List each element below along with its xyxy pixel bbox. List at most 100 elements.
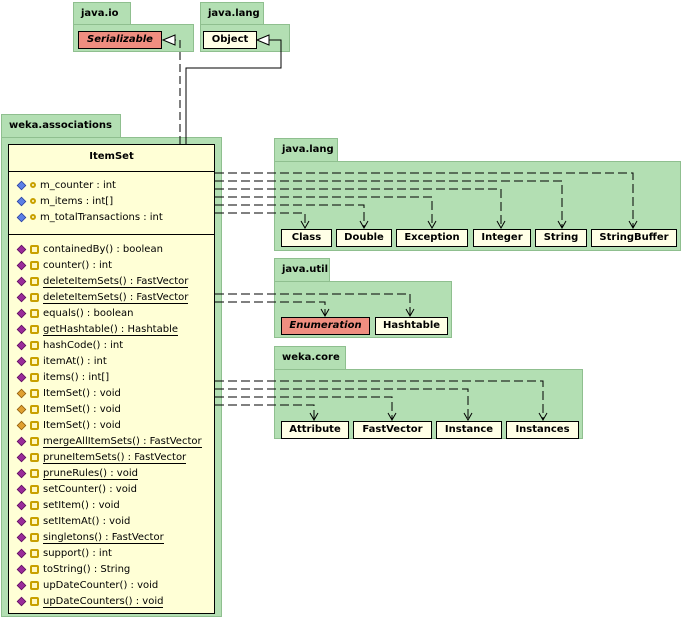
lock-icon [30, 420, 39, 430]
method-row[interactable]: items() : int[] [16, 370, 109, 386]
lock-icon [30, 340, 39, 350]
dep-arrow-instance [463, 412, 473, 422]
method-row[interactable]: upDateCounters() : void [16, 594, 164, 610]
method-row[interactable]: deleteItemSets() : FastVector [16, 274, 189, 290]
lock-icon [30, 276, 39, 286]
method-row[interactable]: setItemAt() : void [16, 514, 130, 530]
method-row[interactable]: pruneRules() : void [16, 466, 138, 482]
lock-icon [30, 500, 39, 510]
class-title-itemset: ItemSet [9, 145, 214, 172]
dep-arrow-exception [427, 220, 437, 230]
method-row[interactable]: pruneItemSets() : FastVector [16, 450, 187, 466]
package-name-java-lang-right: java.lang [282, 144, 334, 155]
package-tab-java-lang-right: java.lang [274, 138, 338, 162]
dep-arrow-fastvector [387, 412, 397, 422]
package-tab-weka-core: weka.core [274, 346, 346, 370]
method-row[interactable]: mergeAllItemSets() : FastVector [16, 434, 202, 450]
dep-line-stringbuffer [215, 172, 634, 227]
class-box-double[interactable]: Double [336, 229, 392, 247]
generalization-line-object [185, 39, 282, 144]
method-row[interactable]: support() : int [16, 546, 112, 562]
dep-line-instance [215, 388, 469, 419]
member-label: upDateCounters() : void [43, 596, 164, 608]
class-box-itemset[interactable]: ItemSet m_counter : int m_items : int[]m_… [8, 144, 215, 614]
method-row[interactable]: containedBy() : boolean [16, 242, 163, 258]
key-icon [30, 182, 36, 188]
lock-icon [30, 292, 39, 302]
class-box-serializable[interactable]: Serializable [78, 31, 162, 49]
lock-icon [30, 564, 39, 574]
class-label-exception: Exception [404, 232, 460, 243]
class-box-class[interactable]: Class [281, 229, 332, 247]
field-compartment [9, 171, 214, 235]
class-box-instance[interactable]: Instance [436, 421, 502, 439]
class-box-attribute[interactable]: Attribute [281, 421, 349, 439]
method-row[interactable]: getHashtable() : Hashtable [16, 322, 178, 338]
method-row[interactable]: itemAt() : int [16, 354, 107, 370]
member-label: ItemSet() : void [43, 404, 121, 415]
field-row[interactable]: m_totalTransactions : int [16, 210, 163, 226]
class-label-object: Object [211, 34, 249, 45]
class-box-string[interactable]: String [535, 229, 587, 247]
dep-arrow-attribute [309, 412, 319, 422]
method-row[interactable]: ItemSet() : void [16, 386, 121, 402]
lock-icon [30, 580, 39, 590]
method-row[interactable]: deleteItemSets() : FastVector [16, 290, 189, 306]
package-name-weka-core: weka.core [282, 352, 340, 363]
member-label: upDateCounter() : void [43, 580, 159, 591]
class-box-fastvector[interactable]: FastVector [353, 421, 432, 439]
member-label: getHashtable() : Hashtable [43, 324, 178, 336]
dep-arrow-hashtable [405, 308, 415, 318]
method-row[interactable]: upDateCounter() : void [16, 578, 159, 594]
method-row[interactable]: singletons() : FastVector [16, 530, 164, 546]
method-row[interactable]: counter() : int [16, 258, 112, 274]
lock-icon [30, 484, 39, 494]
package-tab-java-io: java.io [73, 2, 131, 24]
lock-icon [30, 516, 39, 526]
field-row[interactable]: m_counter : int [16, 178, 116, 194]
class-box-exception[interactable]: Exception [396, 229, 468, 247]
lock-icon [30, 356, 39, 366]
package-name-weka-associations: weka.associations [9, 120, 112, 131]
class-label-attribute: Attribute [289, 424, 341, 435]
member-label: pruneItemSets() : FastVector [43, 452, 187, 464]
method-row[interactable]: toString() : String [16, 562, 130, 578]
lock-icon [30, 404, 39, 414]
generalization-arrowhead [255, 34, 270, 46]
dep-arrow-instances [538, 412, 548, 422]
member-label: deleteItemSets() : FastVector [43, 292, 189, 304]
lock-icon [30, 372, 39, 382]
method-row[interactable]: hashCode() : int [16, 338, 124, 354]
class-box-integer[interactable]: Integer [473, 229, 531, 247]
dep-arrow-class [300, 220, 310, 230]
member-label: m_counter : int [40, 180, 116, 191]
class-box-hashtable[interactable]: Hashtable [375, 317, 448, 335]
member-label: hashCode() : int [43, 340, 124, 351]
dep-line-integer [215, 188, 502, 227]
field-row[interactable]: m_items : int[] [16, 194, 113, 210]
class-box-enumeration[interactable]: Enumeration [281, 317, 370, 335]
method-row[interactable]: setCounter() : void [16, 482, 137, 498]
class-label-hashtable: Hashtable [382, 320, 441, 331]
member-label: ItemSet() : void [43, 388, 121, 399]
class-label-class: Class [291, 232, 322, 243]
dep-line-double [215, 204, 365, 227]
class-box-stringbuffer[interactable]: StringBuffer [591, 229, 677, 247]
lock-icon [30, 324, 39, 334]
lock-icon [30, 452, 39, 462]
class-label-instance: Instance [444, 424, 494, 435]
lock-icon [30, 468, 39, 478]
member-label: setItem() : void [43, 500, 120, 511]
member-label: mergeAllItemSets() : FastVector [43, 436, 202, 448]
member-label: setCounter() : void [43, 484, 137, 495]
dep-arrow-double [359, 220, 369, 230]
method-row[interactable]: ItemSet() : void [16, 418, 121, 434]
class-box-instances[interactable]: Instances [506, 421, 579, 439]
method-row[interactable]: setItem() : void [16, 498, 120, 514]
dep-line-attribute [215, 404, 315, 419]
member-label: equals() : boolean [43, 308, 134, 319]
class-label-fastvector: FastVector [362, 424, 423, 435]
method-row[interactable]: ItemSet() : void [16, 402, 121, 418]
method-row[interactable]: equals() : boolean [16, 306, 134, 322]
